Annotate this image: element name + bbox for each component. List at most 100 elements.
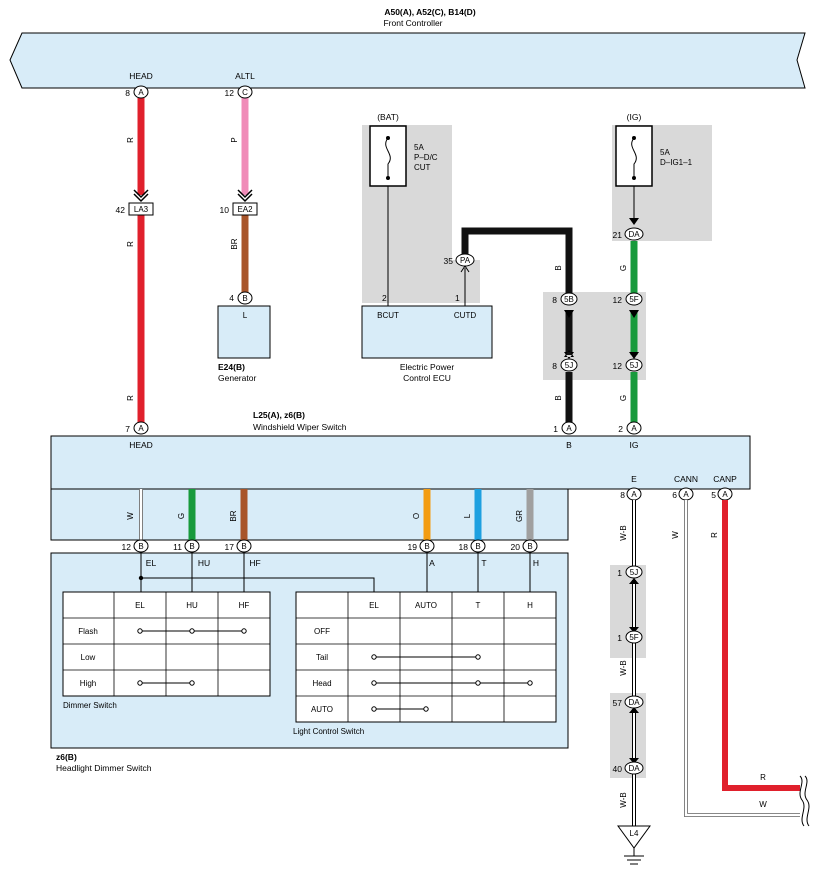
svg-text:5A: 5A [414, 143, 424, 152]
pin-b-20: 20 B [511, 539, 538, 553]
dimmer-header-hf: HF [239, 601, 250, 610]
svg-text:5F: 5F [629, 633, 638, 642]
svg-text:EA2: EA2 [237, 205, 253, 214]
canp-wire [722, 500, 800, 791]
pin-e: 8 A [620, 487, 642, 501]
internal-leads [140, 552, 531, 592]
svg-text:E24(B): E24(B) [218, 362, 245, 372]
pin-cann: 6 A [672, 487, 694, 501]
wire-o-color: O [412, 513, 421, 519]
svg-text:5: 5 [711, 490, 716, 500]
svg-text:1: 1 [617, 633, 622, 643]
lcs-row-off: OFF [314, 627, 330, 636]
sig-hf: HF [249, 558, 260, 568]
pin-head-a: 8 A [125, 85, 149, 99]
wb-color-1: W-B [619, 525, 628, 540]
svg-text:B: B [527, 542, 532, 551]
wiper-switch-name: Windshield Wiper Switch [253, 422, 347, 432]
svg-text:(BAT): (BAT) [377, 112, 399, 122]
svg-text:B: B [242, 294, 247, 303]
svg-text:7: 7 [125, 424, 130, 434]
lcs-header-el: EL [369, 601, 379, 610]
cann-wire [684, 500, 800, 817]
svg-text:8: 8 [552, 361, 557, 371]
wiper-switch-code: L25(A), z6(B) [253, 410, 305, 420]
dimmer-switch-table: EL HU HF Flash Low High Dimmer Switch [62, 591, 271, 710]
svg-text:6: 6 [672, 490, 677, 500]
ground-shade-1 [610, 565, 646, 658]
svg-text:2: 2 [382, 293, 387, 303]
svg-text:12: 12 [613, 295, 623, 305]
wiper-head-label: HEAD [129, 440, 153, 450]
sig-hu: HU [198, 558, 210, 568]
svg-text:L4: L4 [630, 829, 639, 838]
svg-text:35: 35 [444, 256, 454, 266]
wire-g-color: G [177, 513, 186, 519]
cutd-wire-color-1: B [554, 265, 563, 270]
light-control-title: Light Control Switch [293, 727, 364, 736]
connector-5j-1: 1 5J [617, 565, 643, 579]
svg-text:B: B [189, 542, 194, 551]
altl-wire-color: P [230, 137, 239, 142]
svg-text:DA: DA [628, 764, 640, 773]
pin-b-12: 12 B [122, 539, 149, 553]
svg-text:Electric Power: Electric Power [400, 362, 454, 372]
sig-a: A [429, 558, 435, 568]
front-controller-block [9, 32, 806, 89]
svg-text:10: 10 [220, 205, 230, 215]
svg-text:A: A [683, 490, 689, 499]
svg-text:5F: 5F [629, 295, 638, 304]
wire-break-marks [799, 775, 810, 827]
svg-text:20: 20 [511, 542, 521, 552]
svg-text:2: 2 [618, 424, 623, 434]
lcs-row-head: Head [312, 679, 331, 688]
cann-wire-color-1: W [671, 531, 680, 539]
junction-ea2: 10 EA2 [220, 189, 258, 216]
ig-wire-color-1: G [619, 265, 628, 271]
electric-power-control-ecu: 2 1 BCUT CUTD Electric Power Control ECU [361, 265, 493, 383]
pin-b-17: 17 B [225, 539, 252, 553]
lcs-row-tail: Tail [316, 653, 328, 662]
pin-b-18: 18 B [459, 539, 486, 553]
ground-l4: L4 [617, 825, 651, 865]
ig-fuse: (IG) 5A D–IG1–1 [615, 112, 693, 225]
svg-text:A: A [722, 490, 728, 499]
svg-text:A: A [566, 424, 572, 433]
front-controller-codes: A50(A), A52(C), B14(D) [384, 7, 475, 17]
pin-da-21: 21 DA [613, 227, 644, 241]
svg-text:CUT: CUT [414, 163, 431, 172]
svg-text:PA: PA [460, 256, 471, 265]
svg-text:5A: 5A [660, 148, 670, 157]
front-controller-name: Front Controller [383, 18, 442, 28]
head-wire-color-1: R [126, 137, 135, 143]
wiper-canp-label: CANP [713, 474, 737, 484]
svg-text:CUTD: CUTD [454, 311, 476, 320]
dimmer-switch-title: Dimmer Switch [63, 701, 117, 710]
light-control-table: EL AUTO T H OFF Tail Head AUTO Light Con… [293, 591, 557, 736]
svg-text:12: 12 [613, 361, 623, 371]
connector-5j-12: 12 5J [613, 358, 643, 372]
headlight-dimmer-code: z6(B) [56, 752, 77, 762]
dimmer-row-high: High [80, 679, 96, 688]
cutd-wire [461, 227, 573, 293]
wb-color-3: W-B [619, 792, 628, 807]
wire-br-color: BR [229, 510, 238, 521]
cutd-wire-color-2: B [554, 395, 563, 400]
pin-altl-c: 12 C [225, 85, 253, 99]
svg-text:40: 40 [613, 764, 623, 774]
svg-text:L: L [243, 311, 248, 320]
svg-text:C: C [242, 88, 248, 97]
dimmer-row-low: Low [81, 653, 96, 662]
svg-text:Control ECU: Control ECU [403, 373, 451, 383]
svg-text:5B: 5B [564, 295, 574, 304]
svg-text:D–IG1–1: D–IG1–1 [660, 158, 693, 167]
head-pin-label: HEAD [129, 71, 153, 81]
lcs-header-auto: AUTO [415, 601, 437, 610]
lcs-row-auto: AUTO [311, 705, 333, 714]
svg-text:Generator: Generator [218, 373, 256, 383]
svg-text:DA: DA [628, 698, 640, 707]
connector-da-57: 57 DA [613, 695, 644, 709]
lcs-header-t: T [476, 601, 481, 610]
